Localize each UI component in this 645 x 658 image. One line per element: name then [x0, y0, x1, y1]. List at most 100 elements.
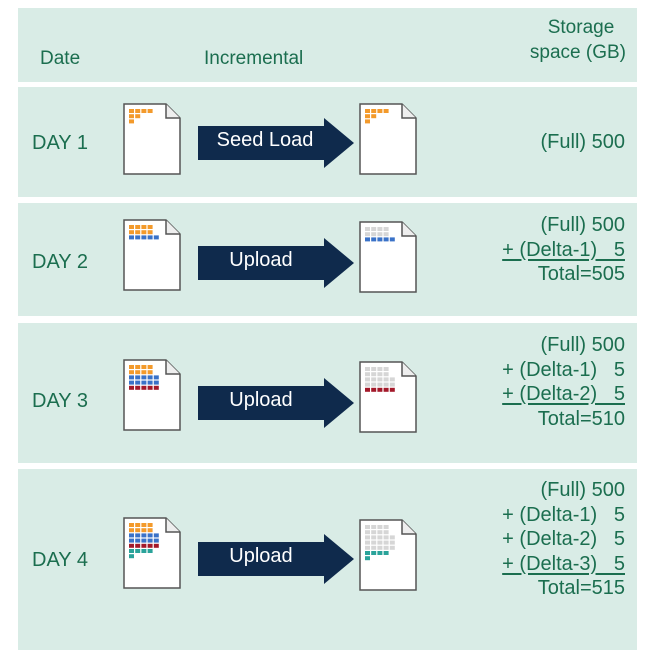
- doc-cell: [371, 535, 377, 540]
- doc-cell: [153, 385, 159, 390]
- doc-cell: [383, 377, 389, 382]
- doc-cell: [135, 380, 141, 385]
- document-icon: [359, 361, 417, 433]
- doc-cell: [365, 382, 370, 387]
- doc-cell: [147, 225, 153, 229]
- doc-cell: [365, 530, 370, 535]
- document-icon: [123, 517, 181, 589]
- doc-cell: [129, 554, 134, 559]
- day-label-2: DAY 2: [32, 251, 88, 273]
- document-icon: [359, 221, 417, 293]
- doc-cell: [129, 235, 134, 240]
- doc-cell: [377, 535, 383, 540]
- doc-cell: [377, 525, 383, 529]
- doc-cell: [377, 377, 383, 382]
- doc-cell: [389, 535, 395, 540]
- day-label-4: DAY 4: [32, 549, 88, 571]
- doc-cell: [147, 380, 153, 385]
- doc-cell: [377, 530, 383, 535]
- doc-cell: [365, 367, 370, 371]
- doc-cell: [371, 540, 377, 545]
- storage-line: + (Delta-2) 5: [502, 528, 625, 550]
- doc-cell: [135, 109, 141, 113]
- doc-cell: [153, 538, 159, 543]
- doc-cell: [389, 382, 395, 387]
- document-icon: [359, 103, 417, 175]
- storage-line: + (Delta-3) 5: [502, 552, 625, 575]
- doc-cell: [365, 114, 370, 119]
- diagram-panel: Date Incremental Storage space (GB) DAY …: [18, 8, 637, 650]
- doc-cell: [147, 528, 153, 533]
- doc-cell: [377, 372, 383, 377]
- doc-cell: [147, 370, 153, 375]
- doc-cell: [141, 230, 147, 235]
- storage-line: + (Delta-1) 5: [502, 358, 625, 381]
- doc-cell: [383, 109, 389, 113]
- doc-cell: [147, 365, 153, 369]
- document-icon: [359, 519, 417, 591]
- doc-cell: [129, 533, 134, 538]
- doc-cell: [377, 227, 383, 231]
- storage-total: Total=515: [537, 577, 625, 599]
- doc-cell: [365, 377, 370, 382]
- doc-cell: [135, 538, 141, 543]
- doc-cell: [135, 523, 141, 527]
- doc-cell: [153, 533, 159, 538]
- doc-cell: [147, 543, 153, 548]
- doc-cell: [365, 551, 370, 555]
- doc-cell: [383, 535, 389, 540]
- seed-load-arrow: [198, 118, 354, 168]
- doc-cell: [389, 237, 395, 242]
- doc-cell: [129, 365, 134, 369]
- doc-cell: [147, 230, 153, 235]
- doc-cell: [153, 380, 159, 385]
- doc-cell: [383, 237, 389, 242]
- upload-label-day2: Upload: [229, 249, 293, 271]
- doc-cell: [153, 375, 159, 380]
- doc-cell: [371, 367, 377, 371]
- doc-cell: [141, 533, 147, 538]
- doc-cell: [147, 538, 153, 543]
- storage-line: (Full) 500: [540, 334, 625, 356]
- doc-cell: [389, 545, 395, 550]
- doc-cell: [129, 528, 134, 533]
- seed-load-label: Seed Load: [216, 129, 314, 151]
- doc-cell: [371, 232, 377, 237]
- doc-cell: [141, 109, 147, 113]
- doc-cell: [371, 237, 377, 242]
- doc-cell: [141, 385, 147, 390]
- doc-cell: [365, 227, 370, 231]
- upload-arrow-day2: [198, 238, 354, 288]
- doc-cell: [141, 380, 147, 385]
- doc-cell: [371, 551, 377, 555]
- doc-cell: [377, 540, 383, 545]
- doc-cell: [371, 114, 377, 119]
- doc-cell: [383, 387, 389, 392]
- doc-cell: [129, 230, 134, 235]
- upload-arrow-day3: [198, 378, 354, 428]
- storage-line: + (Delta-1) 5: [502, 238, 625, 261]
- doc-cell: [129, 119, 134, 124]
- doc-cell: [129, 380, 134, 385]
- doc-cell: [135, 225, 141, 229]
- doc-cell: [141, 523, 147, 527]
- doc-cell: [147, 385, 153, 390]
- doc-cell: [135, 230, 141, 235]
- doc-cell: [147, 549, 153, 553]
- doc-cell: [371, 109, 377, 113]
- upload-label-day3: Upload: [229, 389, 293, 411]
- doc-cell: [135, 528, 141, 533]
- doc-cell: [383, 372, 389, 377]
- doc-cell: [147, 235, 153, 240]
- storage-day4: (Full) 500 + (Delta-1) 5 + (Delta-2) 5 +…: [502, 478, 625, 601]
- storage-day1: (Full) 500: [541, 130, 625, 155]
- header-storage-line2: space (GB): [529, 42, 626, 63]
- doc-cell: [147, 523, 153, 527]
- doc-cell: [365, 545, 370, 550]
- doc-cell: [365, 535, 370, 540]
- doc-cell: [141, 538, 147, 543]
- doc-cell: [389, 387, 395, 392]
- header-date: Date: [40, 48, 81, 69]
- doc-cell: [129, 538, 134, 543]
- storage-day3: (Full) 500 + (Delta-1) 5 + (Delta-2) 5 T…: [502, 333, 625, 431]
